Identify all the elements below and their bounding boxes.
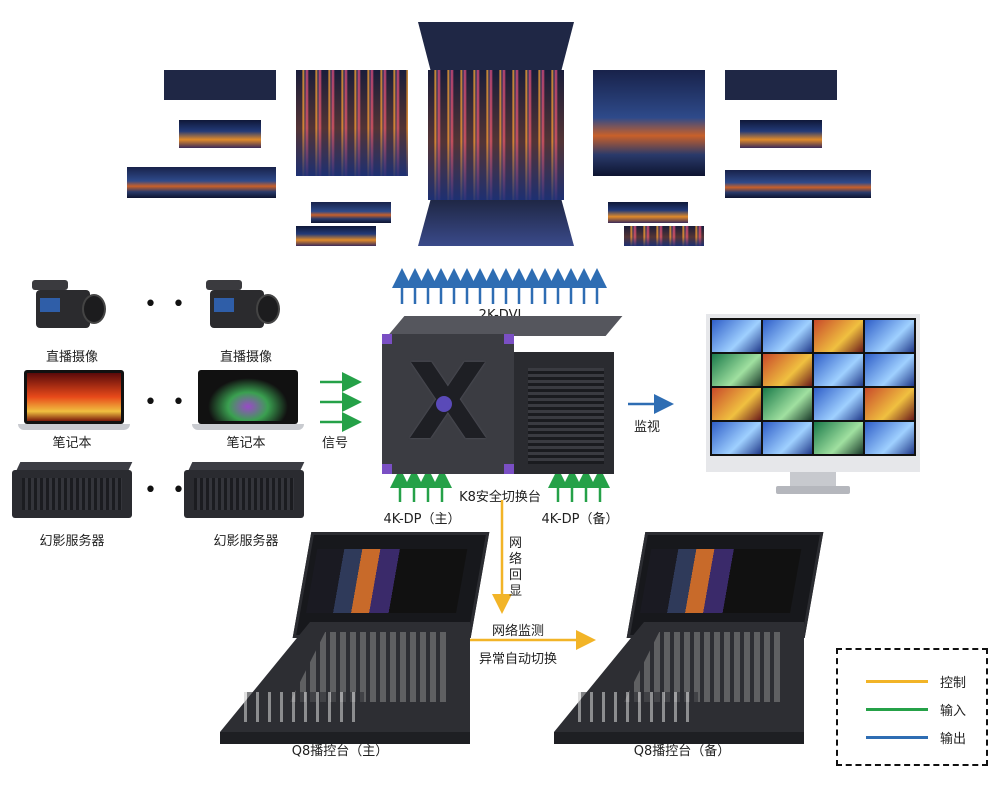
console-backup — [554, 532, 824, 752]
monitor-chin — [706, 456, 920, 472]
server-2-label: 幻影服务器 — [213, 534, 279, 549]
led-panel-center — [428, 70, 564, 200]
legend-input-swatch — [866, 708, 928, 711]
led-panel-right-2 — [740, 120, 822, 148]
ellipsis-row-3: • • — [144, 478, 189, 503]
ellipsis-row-2: • • — [144, 390, 189, 415]
led-panel-left-1 — [164, 70, 276, 100]
switcher-vent — [528, 368, 604, 464]
input-main-label: 4K-DP（主） — [383, 512, 461, 527]
input-main-arrows — [390, 468, 452, 502]
server-2 — [184, 462, 305, 520]
legend-control-label: 控制 — [940, 676, 967, 691]
network-echo-char-4: 显 — [509, 584, 523, 599]
camera-2 — [198, 276, 280, 336]
led-panel-left-3 — [127, 167, 276, 198]
server-1-label: 幻影服务器 — [39, 534, 105, 549]
legend-control-swatch — [866, 680, 928, 683]
laptop-2 — [192, 370, 304, 434]
input-backup-arrows — [548, 468, 610, 502]
switcher-corner-bl — [382, 464, 392, 474]
laptop-1 — [18, 370, 130, 434]
server-1 — [12, 462, 133, 520]
led-panel-left-city — [296, 70, 408, 176]
led-panel-left-5 — [296, 226, 376, 246]
console-backup-label: Q8播控台（备） — [633, 744, 731, 759]
output-2k-dvi-arrows — [392, 268, 607, 304]
switcher-power-led — [436, 396, 452, 412]
legend-output-swatch — [866, 736, 928, 739]
led-panel-right-3 — [725, 170, 871, 198]
led-panel-left-2 — [179, 120, 261, 148]
led-panel-right-4 — [608, 202, 688, 223]
led-panel-right-5 — [624, 226, 704, 246]
led-panel-right-1 — [725, 70, 837, 100]
monitor-neck — [790, 472, 836, 488]
laptop-2-label: 笔记本 — [226, 436, 266, 451]
console-main — [220, 532, 490, 752]
ellipsis-row-1: • • — [144, 292, 189, 317]
auto-switch-label: 异常自动切换 — [478, 652, 558, 667]
camera-1 — [24, 276, 106, 336]
console-main-label: Q8播控台（主） — [291, 744, 389, 759]
monitor-foot — [776, 486, 850, 494]
signal-input-arrows — [320, 372, 362, 432]
network-monitor-label: 网络监测 — [491, 624, 545, 639]
led-panel-center-bottom — [418, 200, 574, 246]
input-backup-label: 4K-DP（备） — [541, 512, 619, 527]
camera-1-label: 直播摄像 — [45, 350, 99, 365]
monitor-label: 监视 — [634, 420, 661, 435]
switcher-corner-tl — [382, 334, 392, 344]
led-panel-left-4 — [311, 202, 391, 223]
switcher-corner-br — [504, 464, 514, 474]
legend-box: 控制 输入 输出 — [836, 648, 988, 766]
network-echo-char-2: 络 — [509, 552, 523, 567]
legend-input-label: 输入 — [940, 704, 967, 719]
switcher-corner-tr — [504, 334, 514, 344]
led-panel-right-city — [593, 70, 705, 176]
signal-label: 信号 — [322, 436, 349, 451]
camera-2-label: 直播摄像 — [219, 350, 273, 365]
led-panel-center-top — [418, 22, 574, 70]
network-echo-char-1: 网 — [509, 536, 523, 551]
legend-output-label: 输出 — [940, 732, 967, 747]
laptop-1-label: 笔记本 — [52, 436, 92, 451]
monitor-screen — [706, 314, 920, 460]
network-echo-char-3: 回 — [509, 568, 523, 583]
switcher-top — [387, 316, 623, 336]
switcher-label: K8安全切换台 — [459, 490, 541, 505]
